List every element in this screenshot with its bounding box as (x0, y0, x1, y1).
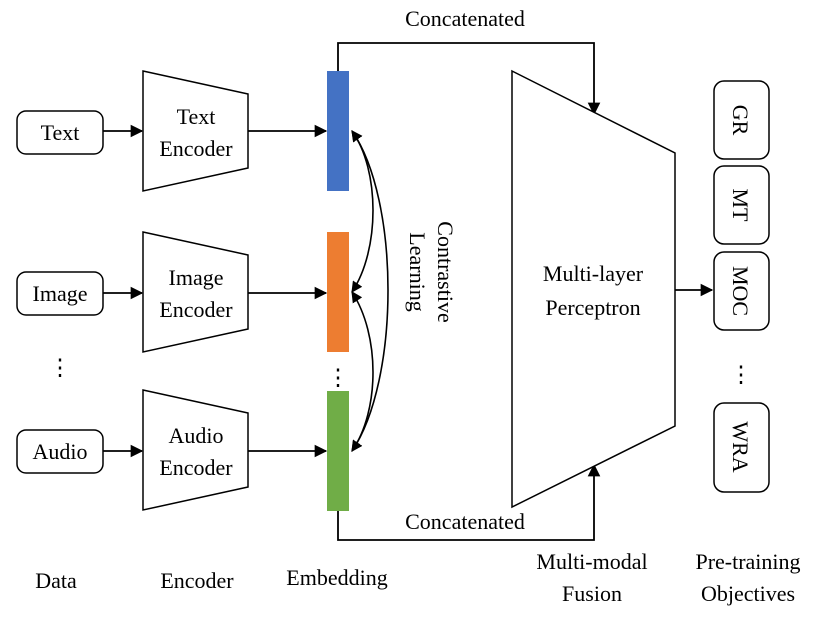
concat-bottom-connector (337, 463, 601, 541)
objective-moc: MOC (713, 251, 770, 331)
text-encoder: Text Encoder (142, 70, 249, 192)
objective-gr: GR (713, 80, 770, 160)
text-encoder-line2: Encoder (159, 136, 233, 161)
image-embedding (327, 232, 349, 352)
objective-wra-label: WRA (728, 421, 753, 472)
input-audio-box: Audio (16, 429, 104, 474)
mlp-block: Multi-layer Perceptron (511, 69, 676, 509)
objective-gr-label: GR (728, 105, 753, 136)
audio-encoder-line1: Audio (169, 423, 224, 448)
concat-top-connector (337, 42, 601, 116)
mlp-line2: Perceptron (545, 295, 640, 320)
contrastive-line1: Contrastive (433, 221, 458, 322)
input-text-label: Text (41, 120, 80, 145)
objective-mt-label: MT (728, 189, 753, 223)
objective-wra: WRA (713, 402, 770, 493)
audio-embedding (327, 391, 349, 511)
image-encoder-line1: Image (169, 265, 224, 290)
input-image-label: Image (33, 281, 88, 306)
caption-objectives-line1: Pre-training (695, 549, 800, 574)
concat-bottom-label: Concatenated (405, 509, 525, 534)
caption-embedding: Embedding (286, 565, 387, 590)
input-image-box: Image (16, 271, 104, 316)
audio-encoder: Audio Encoder (142, 389, 249, 511)
image-encoder: Image Encoder (142, 231, 249, 353)
objectives-ellipsis: ⋮ (730, 362, 753, 387)
concat-top-label: Concatenated (405, 6, 525, 31)
contrastive-line2: Learning (405, 232, 430, 311)
embedding-ellipsis: ⋮ (327, 365, 350, 390)
objective-mt: MT (713, 165, 770, 245)
caption-fusion-line2: Fusion (562, 581, 622, 606)
input-text-box: Text (16, 110, 104, 155)
caption-encoder: Encoder (160, 568, 234, 593)
audio-encoder-line2: Encoder (159, 455, 233, 480)
caption-data: Data (35, 568, 77, 593)
mlp-line1: Multi-layer (543, 261, 644, 286)
input-audio-label: Audio (33, 439, 88, 464)
contrastive-label: Contrastive Learning (405, 221, 458, 322)
caption-objectives-line2: Objectives (701, 581, 795, 606)
caption-fusion-line1: Multi-modal (536, 549, 647, 574)
text-encoder-line1: Text (177, 104, 216, 129)
input-ellipsis: ⋮ (49, 355, 72, 380)
contrastive-arrows (351, 130, 389, 452)
text-embedding (327, 71, 349, 191)
image-encoder-line2: Encoder (159, 297, 233, 322)
objective-moc-label: MOC (728, 266, 753, 316)
